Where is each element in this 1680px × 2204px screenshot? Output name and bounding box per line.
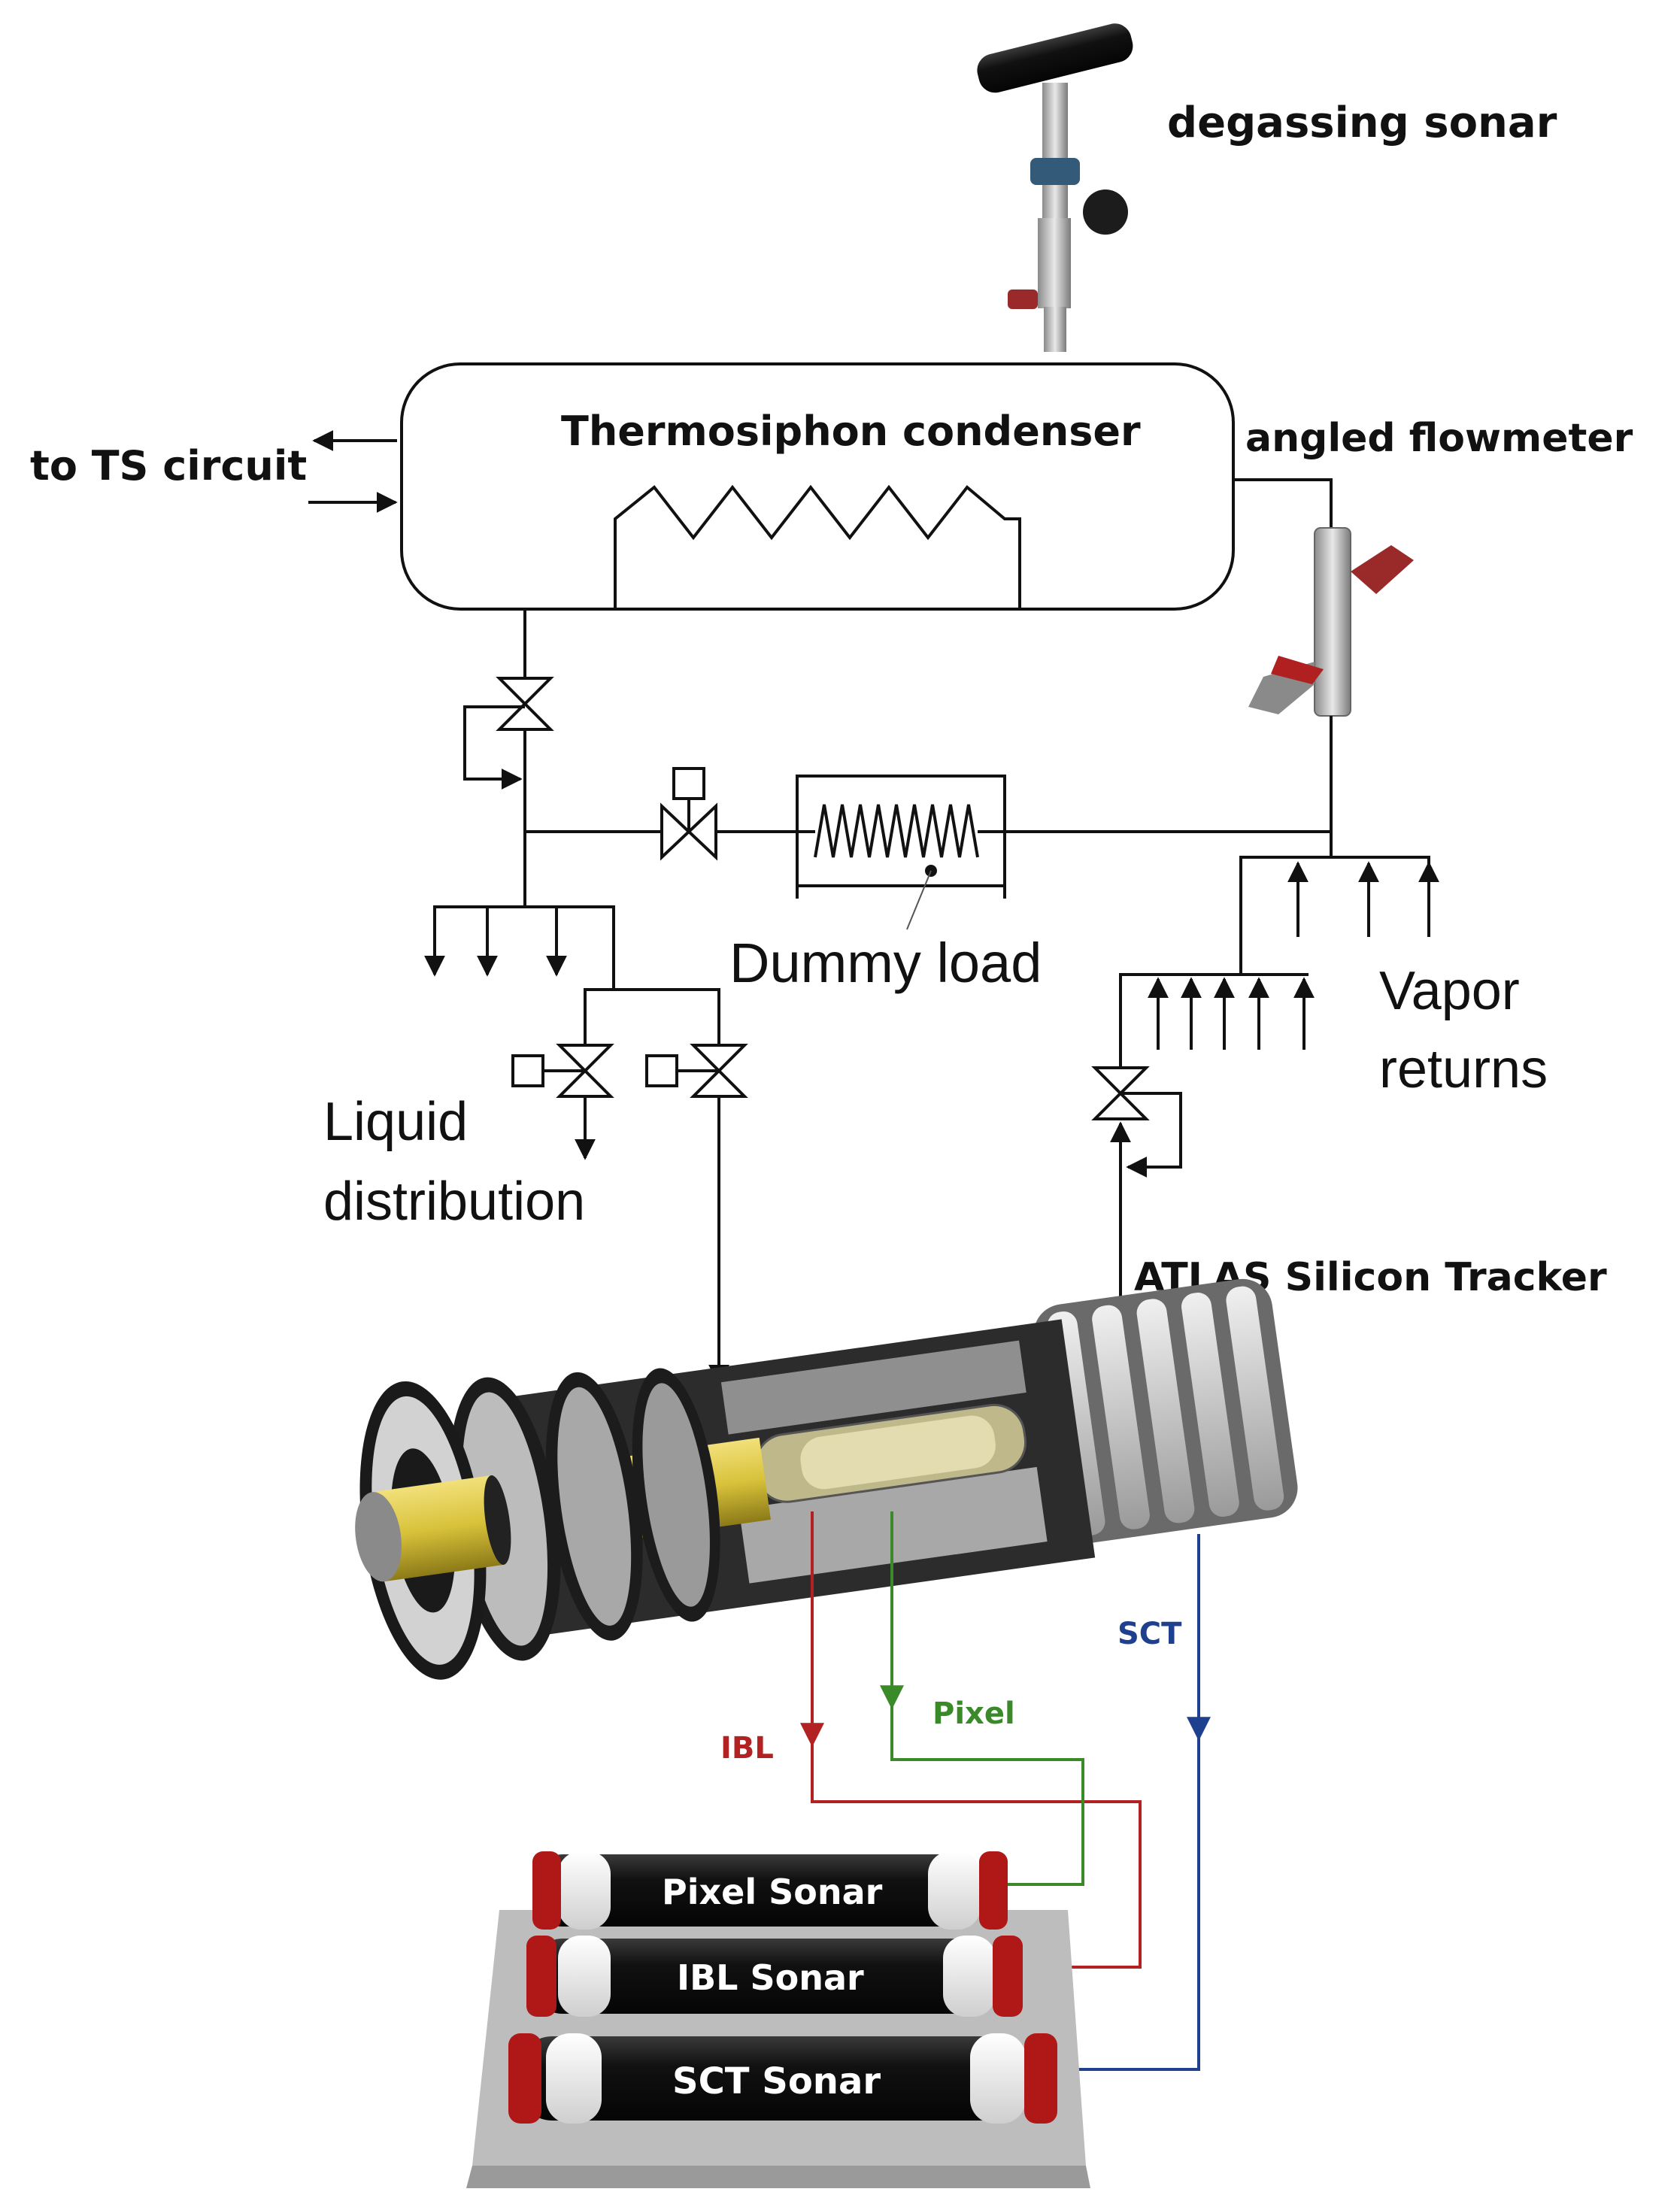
degassing-sonar-label: degassing sonar [1167,99,1557,147]
vapor-returns-label-line2: returns [1379,1039,1548,1099]
pixel-label: Pixel [932,1696,1015,1731]
vapor-bypass-loop [1121,1092,1182,1178]
dummy-load-valve-icon [660,767,717,861]
to-ts-circuit-label: to TS circuit [30,442,307,490]
sct-label: SCT [1117,1617,1182,1651]
ibl-sonar-label: IBL Sonar [677,1957,864,1998]
vapor-upper-manifold [1239,856,1430,975]
liquid-bypass-loop [463,705,525,790]
liquid-distribution-label-line2: distribution [323,1172,585,1232]
liquid-distribution-label-line1: Liquid [323,1092,468,1152]
dummy-load-heater-icon [782,775,1020,930]
vapor-returns-label-line1: Vapor [1379,961,1520,1021]
sct-sonar-tube [508,2033,1057,2124]
sct-sonar-label: SCT Sonar [672,2060,881,2102]
flowmeter-supply-line [1233,478,1333,528]
ibl-sonar-tube [526,1936,1023,2017]
degassing-sonar-device [977,23,1133,352]
dummy-load-label: Dummy load [729,932,1042,994]
liquid-branch-valve-left-icon [511,1044,614,1098]
pixel-sonar-tube [532,1851,1008,1930]
vapor-lower-manifold [1119,973,1309,1068]
liquid-branch-valve-right-icon [645,1044,748,1098]
liquid-branch-split [584,988,720,1068]
liquid-manifold [433,905,615,990]
vapor-return-valve-icon [1091,1066,1150,1120]
thermosiphon-condenser-vessel [400,362,1235,611]
atlas-detector-illustration [355,1278,1298,1680]
angled-flowmeter-label: angled flowmeter [1245,416,1633,461]
ibl-label: IBL [720,1731,774,1766]
condenser-coil [614,484,1021,608]
pixel-sonar-label: Pixel Sonar [662,1872,883,1912]
liquid-main-valve-icon [496,677,554,731]
thermosiphon-condenser-label: Thermosiphon condenser [561,408,1141,455]
angled-flowmeter-device [1248,527,1414,717]
